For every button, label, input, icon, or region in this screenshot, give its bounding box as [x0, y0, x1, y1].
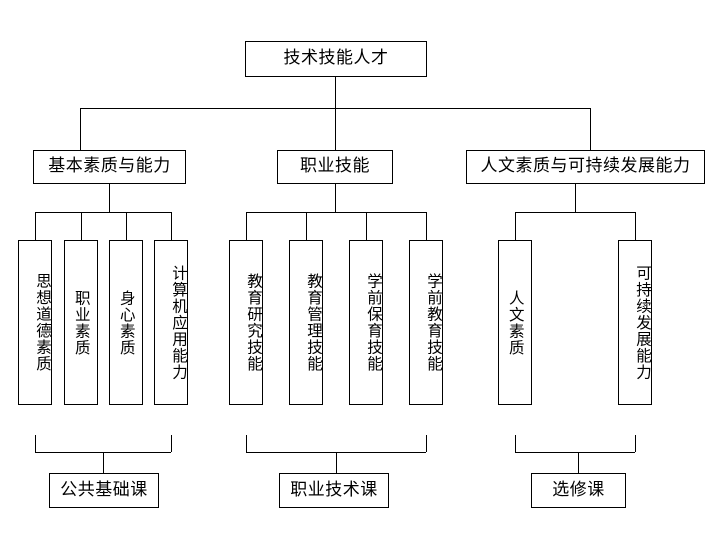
- node-sustainable-development-ability: 可持续发展能力: [618, 240, 652, 405]
- node-branch-vocational-skill-label: 职业技能: [300, 156, 370, 177]
- node-vocational-quality-label: 职业素质: [72, 289, 91, 356]
- node-education-research-skill-label: 教育研究技能: [245, 273, 263, 372]
- node-root-label: 技术技能人才: [283, 48, 389, 69]
- node-education-management-skill-label: 教育管理技能: [305, 273, 323, 372]
- node-course-elective-label: 选修课: [552, 479, 605, 500]
- node-ideological-moral-quality-label: 思想道德素质: [34, 273, 52, 372]
- node-course-elective: 选修课: [531, 473, 626, 508]
- node-branch-basic-quality: 基本素质与能力: [33, 150, 186, 184]
- node-branch-vocational-skill: 职业技能: [277, 150, 393, 184]
- connector-branch2-course-stem: [336, 452, 337, 473]
- connector-branch2-child-3: [366, 212, 367, 240]
- connector-root-to-branch-1: [80, 108, 81, 150]
- node-computer-application-ability-label: 计算机应用能力: [170, 264, 188, 381]
- node-computer-application-ability: 计算机应用能力: [154, 240, 188, 405]
- node-physical-mental-quality: 身心素质: [109, 240, 143, 405]
- node-course-vocational-technical: 职业技术课: [279, 473, 389, 508]
- node-preschool-care-skill: 学前保育技能: [349, 240, 383, 405]
- node-vocational-quality: 职业素质: [64, 240, 98, 405]
- connector-branch3-bar: [515, 212, 635, 213]
- node-ideological-moral-quality: 思想道德素质: [18, 240, 52, 405]
- connector-root-to-branch-3: [590, 108, 591, 150]
- node-course-public-basic: 公共基础课: [49, 473, 159, 508]
- connector-branch1-bar: [35, 212, 171, 213]
- connector-branch1-child-1: [35, 212, 36, 240]
- connector-branch2-stem: [335, 184, 336, 212]
- connector-branch3-child-1: [515, 212, 516, 240]
- node-course-vocational-technical-label: 职业技术课: [290, 479, 378, 500]
- connector-branch2-bar: [246, 212, 426, 213]
- connector-branch1-course-stem: [103, 452, 104, 473]
- node-branch-basic-quality-label: 基本素质与能力: [48, 156, 171, 177]
- connector-branch2-child-2: [306, 212, 307, 240]
- node-course-public-basic-label: 公共基础课: [60, 479, 148, 500]
- connector-branch1-child-4: [171, 212, 172, 240]
- connector-branch1-child-2: [81, 212, 82, 240]
- node-root: 技术技能人才: [245, 41, 427, 77]
- connector-branch3-course-tick-left: [515, 435, 516, 452]
- connector-branch3-stem: [575, 184, 576, 212]
- connector-branch1-course-tick-right: [171, 435, 172, 452]
- connector-branch3-child-2: [635, 212, 636, 240]
- connector-branch3-course-stem: [578, 452, 579, 473]
- node-humanities-quality-label: 人文素质: [506, 289, 525, 356]
- connector-branch3-course-bar: [515, 452, 635, 453]
- node-humanities-quality: 人文素质: [498, 240, 532, 405]
- node-branch-humanities-sustainable: 人文素质与可持续发展能力: [466, 150, 705, 184]
- connector-branch2-course-tick-left: [246, 435, 247, 452]
- node-branch-humanities-sustainable-label: 人文素质与可持续发展能力: [480, 156, 691, 177]
- connector-branch2-child-1: [246, 212, 247, 240]
- connector-branch2-child-4: [426, 212, 427, 240]
- node-education-research-skill: 教育研究技能: [229, 240, 263, 405]
- connector-root-to-branch-2: [335, 108, 336, 150]
- connector-branch1-child-3: [126, 212, 127, 240]
- connector-branch1-stem: [109, 184, 110, 212]
- node-preschool-care-skill-label: 学前保育技能: [365, 273, 383, 372]
- node-sustainable-development-ability-label: 可持续发展能力: [634, 264, 652, 381]
- node-education-management-skill: 教育管理技能: [289, 240, 323, 405]
- connector-branch3-course-tick-right: [635, 435, 636, 452]
- node-physical-mental-quality-label: 身心素质: [117, 289, 136, 356]
- connector-root-trunk: [335, 77, 336, 108]
- connector-branch1-course-tick-left: [35, 435, 36, 452]
- node-preschool-education-skill-label: 学前教育技能: [425, 273, 443, 372]
- node-preschool-education-skill: 学前教育技能: [409, 240, 443, 405]
- connector-branch2-course-tick-right: [426, 435, 427, 452]
